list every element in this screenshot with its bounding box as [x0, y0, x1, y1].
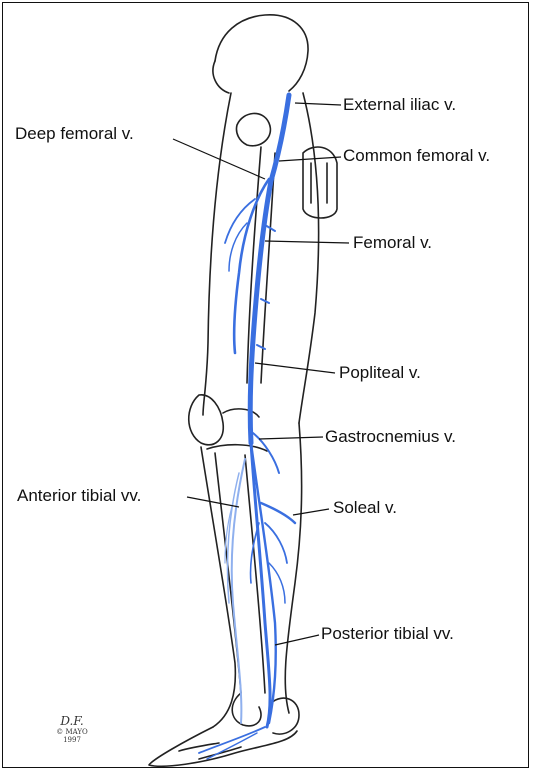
- leader-common-femoral: [279, 157, 341, 161]
- leg-outline: [149, 15, 337, 766]
- label-posterior-tibial-veins: Posterior tibial vv.: [321, 625, 454, 642]
- signature-copyright: © MAYO: [47, 729, 97, 736]
- leader-external-iliac: [295, 103, 341, 105]
- leader-posterior-tibial: [275, 635, 319, 645]
- venous-system: [199, 95, 295, 759]
- leg-venous-anatomy-illustration: [3, 3, 532, 771]
- label-anterior-tibial-veins: Anterior tibial vv.: [17, 487, 141, 504]
- label-popliteal-vein: Popliteal v.: [339, 364, 421, 381]
- artist-signature: D.F. © MAYO 1997: [47, 715, 97, 744]
- leader-soleal: [293, 509, 329, 515]
- label-deep-femoral-vein: Deep femoral v.: [15, 125, 134, 142]
- signature-initials: D.F.: [47, 715, 97, 727]
- label-soleal-vein: Soleal v.: [333, 499, 397, 516]
- leader-gastrocnemius: [259, 437, 323, 439]
- leader-anterior-tibial: [187, 497, 239, 507]
- signature-year: 1997: [47, 737, 97, 744]
- label-gastrocnemius-vein: Gastrocnemius v.: [325, 428, 456, 445]
- leader-femoral: [265, 241, 349, 243]
- label-external-iliac-vein: External iliac v.: [343, 96, 456, 113]
- label-common-femoral-vein: Common femoral v.: [343, 147, 490, 164]
- label-femoral-vein: Femoral v.: [353, 234, 432, 251]
- leader-popliteal: [255, 363, 335, 373]
